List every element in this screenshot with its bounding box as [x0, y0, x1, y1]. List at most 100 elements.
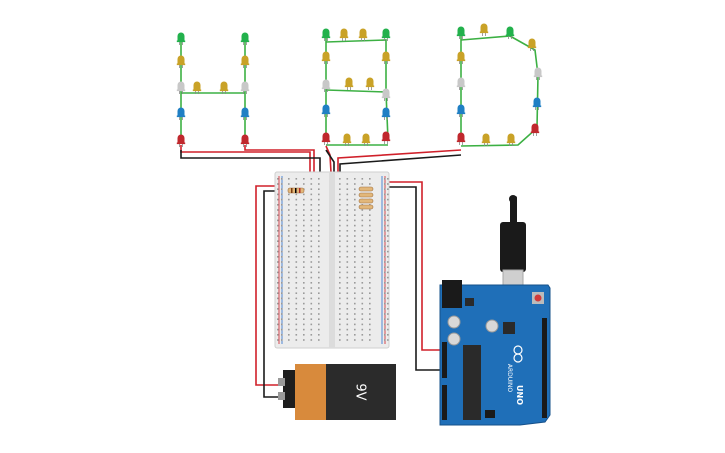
breadboard-hole — [318, 292, 320, 294]
led[interactable] — [479, 23, 489, 37]
breadboard-hole — [387, 318, 389, 320]
led[interactable] — [339, 28, 349, 41]
battery-terminal-minus — [278, 392, 285, 400]
breadboard-hole — [281, 323, 283, 326]
breadboard-hole — [303, 302, 305, 305]
breadboard-hole — [295, 308, 298, 310]
breadboard-hole — [288, 318, 290, 320]
breadboard-hole — [346, 313, 349, 315]
breadboard-hole — [354, 235, 356, 237]
led[interactable] — [365, 77, 375, 90]
led[interactable] — [240, 107, 250, 121]
breadboard-hole — [277, 178, 279, 180]
led[interactable] — [456, 77, 466, 90]
breadboard-hole — [384, 282, 386, 284]
led[interactable] — [456, 51, 466, 64]
led[interactable] — [321, 104, 331, 118]
breadboard-hole — [361, 334, 364, 336]
led[interactable] — [176, 55, 186, 69]
led[interactable] — [176, 81, 186, 95]
wire-black-arduino — [382, 186, 442, 371]
breadboard-hole — [387, 245, 389, 248]
led[interactable] — [361, 133, 371, 146]
led[interactable] — [240, 55, 250, 69]
breadboard-hole — [384, 302, 386, 305]
led[interactable] — [533, 67, 543, 81]
resistor-bank[interactable] — [358, 186, 374, 210]
led[interactable] — [381, 28, 391, 41]
breadboard-hole — [277, 183, 279, 185]
led[interactable] — [358, 28, 368, 41]
reset-button-cap[interactable] — [534, 294, 542, 302]
led[interactable] — [344, 77, 354, 90]
led[interactable] — [527, 38, 537, 51]
breadboard-hole — [295, 245, 298, 248]
led[interactable] — [321, 51, 331, 64]
breadboard-hole — [339, 224, 341, 227]
breadboard-hole — [369, 276, 371, 279]
breadboard-hole — [277, 323, 279, 326]
led[interactable] — [381, 107, 391, 121]
led[interactable] — [240, 134, 250, 148]
breadboard-hole — [303, 250, 305, 253]
breadboard-hole — [310, 276, 313, 279]
led[interactable] — [481, 133, 491, 146]
breadboard-hole — [277, 276, 279, 279]
breadboard-hole — [354, 230, 356, 232]
breadboard-hole — [361, 250, 364, 253]
battery-9v[interactable]: 9V — [278, 364, 396, 420]
breadboard-hole — [339, 292, 341, 294]
led[interactable] — [176, 134, 186, 148]
breadboard-hole — [354, 313, 356, 315]
breadboard-hole — [318, 214, 320, 216]
resistor[interactable] — [287, 187, 305, 194]
breadboard-hole — [369, 334, 371, 336]
led[interactable] — [530, 123, 540, 136]
led[interactable] — [240, 32, 250, 45]
breadboard-hole — [361, 282, 364, 284]
breadboard-hole — [339, 219, 341, 222]
breadboard-hole — [281, 328, 283, 331]
breadboard-hole — [384, 287, 386, 289]
led[interactable] — [321, 79, 331, 93]
led[interactable] — [505, 26, 515, 39]
led[interactable] — [456, 104, 466, 118]
breadboard-hole — [369, 256, 371, 258]
breadboard-hole — [281, 266, 283, 268]
breadboard-hole — [295, 219, 298, 222]
led[interactable] — [219, 81, 229, 94]
breadboard-hole — [339, 266, 341, 268]
led[interactable] — [381, 131, 391, 145]
breadboard-hole — [387, 297, 389, 300]
led[interactable] — [192, 81, 202, 95]
breadboard-hole — [384, 224, 386, 227]
wire-red-arduino — [380, 181, 442, 351]
breadboard-hole — [387, 287, 389, 289]
led[interactable] — [456, 132, 466, 146]
led[interactable] — [176, 107, 186, 121]
breadboard-hole — [281, 240, 283, 242]
breadboard-hole — [318, 276, 320, 279]
led[interactable] — [176, 32, 186, 45]
led[interactable] — [342, 133, 352, 146]
led[interactable] — [321, 132, 331, 146]
breadboard-hole — [384, 188, 386, 190]
arduino-uno-board[interactable]: ARDUINO UNO — [439, 195, 551, 426]
led[interactable] — [240, 81, 250, 95]
breadboard-hole — [346, 193, 349, 196]
led[interactable] — [321, 28, 331, 41]
breadboard-hole — [354, 287, 356, 289]
led[interactable] — [456, 26, 466, 39]
breadboard-hole — [346, 302, 349, 305]
breadboard-hole — [361, 318, 364, 320]
breadboard-hole — [354, 193, 356, 196]
led[interactable] — [381, 51, 391, 64]
led[interactable] — [506, 133, 516, 146]
breadboard-hole — [288, 230, 290, 232]
breadboard-hole — [281, 282, 283, 284]
breadboard-hole — [281, 198, 283, 201]
led[interactable] — [381, 88, 391, 102]
led[interactable] — [532, 97, 542, 111]
breadboard-hole — [277, 266, 279, 268]
breadboard-hole — [303, 256, 305, 258]
